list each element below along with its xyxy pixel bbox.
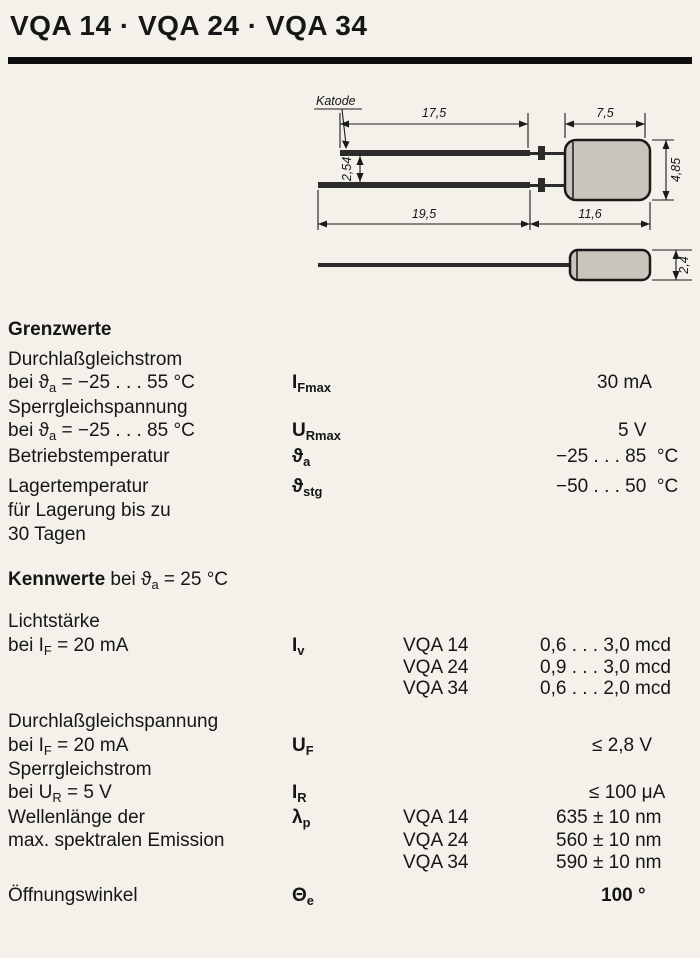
variant-value: 590 ± 10 nm (556, 852, 662, 873)
variant-name: VQA 24 (403, 657, 469, 678)
reverse-voltage-label: Sperrgleichspannung (8, 397, 188, 418)
lead-crimp (538, 178, 545, 192)
storage-temp-note1: für Lagerung bis zu (8, 500, 171, 521)
viewing-angle-label: Öffnungswinkel (8, 885, 138, 906)
package-drawing: Katode 17,5 7,5 (314, 94, 692, 282)
variant-name: VQA 14 (403, 807, 469, 828)
storage-temp-note2: 30 Tagen (8, 524, 86, 545)
dim-lead-spacing: 2,54 (340, 156, 364, 182)
katode-label: Katode (316, 94, 356, 108)
cathode-lead (318, 182, 530, 188)
page-title: VQA 14 · VQA 24 · VQA 34 (10, 10, 368, 41)
lead (318, 263, 570, 267)
wavelength-label2: max. spektralen Emission (8, 830, 225, 851)
dim-lead-bottom: 19,5 (317, 190, 531, 230)
storage-temp-value: −50 . . . 50 °C (556, 476, 679, 497)
svg-text:4,85: 4,85 (669, 158, 683, 182)
wavelength-label: Wellenlänge der (8, 807, 145, 828)
svg-text:2,54: 2,54 (340, 157, 354, 182)
lead-crimp (538, 146, 545, 160)
anode-lead (340, 150, 530, 156)
variant-value: 560 ± 10 nm (556, 830, 662, 851)
variant-name: VQA 34 (403, 678, 469, 699)
dim-body-height: 4,85 (652, 139, 683, 201)
title-rule (8, 57, 692, 64)
dim-body-diameter: 2,4 (652, 249, 692, 281)
led-body (563, 138, 652, 202)
reverse-voltage-symbol: URmax (292, 420, 341, 443)
svg-text:2,4: 2,4 (677, 256, 691, 274)
reverse-current-symbol: IR (292, 782, 307, 805)
limits-heading: Grenzwerte (8, 319, 112, 340)
reverse-voltage-condition: bei ϑa = −25 . . . 85 °C (8, 420, 195, 443)
forward-voltage-condition: bei IF = 20 mA (8, 735, 129, 758)
led-side-view (318, 138, 652, 202)
luminous-intensity-symbol: Iv (292, 635, 305, 658)
wavelength-symbol: λp (292, 807, 311, 830)
forward-current-condition: bei ϑa = −25 . . . 55 °C (8, 372, 195, 395)
reverse-current-value: ≤ 100 μA (589, 782, 666, 803)
katode-callout: Katode (314, 94, 362, 149)
variant-name: VQA 34 (403, 852, 469, 873)
forward-current-label: Durchlaßgleichstrom (8, 349, 183, 370)
operating-temp-label: Betriebstemperatur (8, 446, 170, 467)
variant-value: 0,6 . . . 2,0 mcd (540, 678, 671, 699)
forward-voltage-symbol: UF (292, 735, 314, 758)
svg-text:17,5: 17,5 (422, 106, 446, 120)
katode-arrow-icon (342, 140, 350, 149)
storage-temp-label: Lagertemperatur (8, 476, 149, 497)
dim-lead-top: 17,5 (339, 106, 529, 148)
variant-value: 0,9 . . . 3,0 mcd (540, 657, 671, 678)
variant-value: 0,6 . . . 3,0 mcd (540, 635, 671, 656)
forward-voltage-label: Durchlaßgleichspannung (8, 711, 219, 732)
variant-value: 635 ± 10 nm (556, 807, 662, 828)
reverse-current-label: Sperrgleichstrom (8, 759, 152, 780)
luminous-intensity-label: Lichtstärke (8, 611, 100, 632)
dim-overall-body: 11,6 (530, 202, 651, 230)
operating-temp-value: −25 . . . 85 °C (556, 446, 679, 467)
storage-temp-symbol: ϑstg (292, 476, 323, 499)
dim-body-top: 7,5 (564, 106, 646, 138)
svg-text:7,5: 7,5 (596, 106, 613, 120)
led-body (568, 248, 652, 282)
luminous-intensity-condition: bei IF = 20 mA (8, 635, 129, 658)
reverse-current-condition: bei UR = 5 V (8, 782, 112, 805)
svg-text:19,5: 19,5 (412, 207, 436, 221)
variant-name: VQA 24 (403, 830, 469, 851)
reverse-voltage-value: 5 V (618, 420, 647, 441)
svg-text:11,6: 11,6 (578, 207, 601, 221)
forward-current-symbol: IFmax (292, 372, 331, 395)
variant-name: VQA 14 (403, 635, 469, 656)
viewing-angle-value: 100 ° (601, 885, 646, 906)
viewing-angle-symbol: Θe (292, 885, 314, 908)
led-bottom-view (318, 248, 652, 282)
operating-temp-symbol: ϑa (292, 446, 311, 469)
characteristics-heading: Kennwerte bei ϑa = 25 °C (8, 569, 229, 592)
forward-current-value: 30 mA (597, 372, 652, 393)
forward-voltage-value: ≤ 2,8 V (592, 735, 653, 756)
